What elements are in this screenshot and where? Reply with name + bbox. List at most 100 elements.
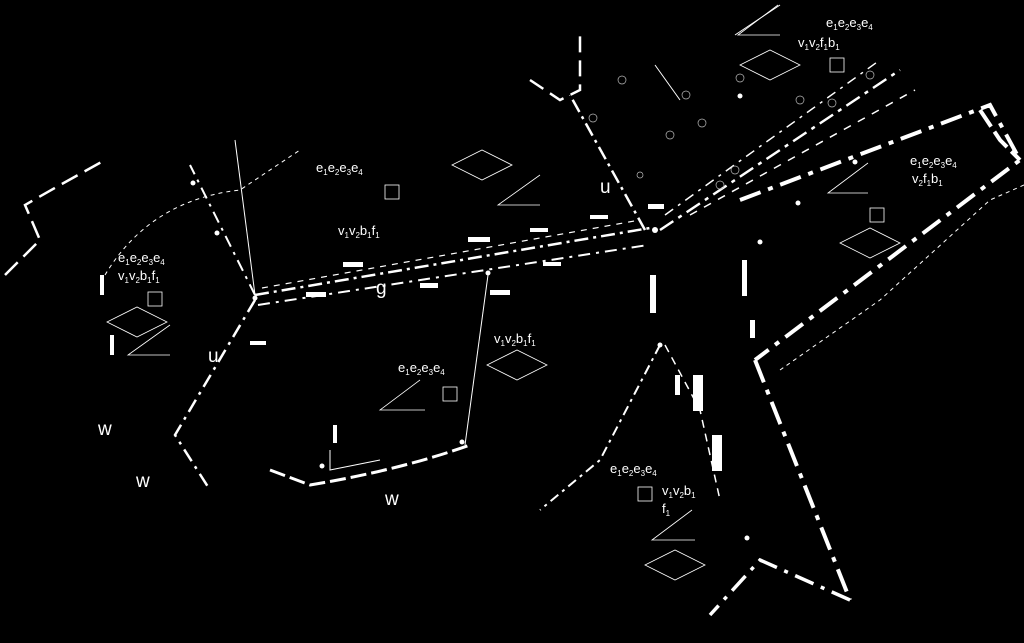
zone-label: v1v2f1b1 <box>798 35 840 52</box>
zone-label-letter: e <box>945 153 952 168</box>
bar <box>250 341 266 345</box>
zone-label-subscript: 1 <box>375 231 380 240</box>
zone-label-subscript: 1 <box>833 23 838 32</box>
bar <box>712 435 722 471</box>
zone-label-letter: v <box>129 268 136 283</box>
zone-label-subscript: 2 <box>417 368 422 377</box>
zone-label: e1e2e3e4 <box>910 153 957 170</box>
zone-label-subscript: 1 <box>147 276 152 285</box>
zone-label-subscript: 2 <box>815 43 820 52</box>
zone-label-letter: e <box>351 160 358 175</box>
zone-label: v1v2b1 <box>662 483 696 500</box>
zone-label-letter: v <box>505 331 512 346</box>
zone-label-letter: e <box>838 15 845 30</box>
wedge-symbol <box>650 509 695 541</box>
zone-label: v1v2b1f1 <box>118 268 160 285</box>
zone-label: e1e2e3e4 <box>118 250 165 267</box>
zone-label-letter: b <box>360 223 367 238</box>
square-symbol <box>384 184 400 200</box>
zone-label-letter: e <box>910 153 917 168</box>
node <box>737 93 743 99</box>
vegetation <box>588 70 875 190</box>
zone-label-letter: f <box>372 223 376 238</box>
south-road-west <box>539 344 661 511</box>
zone-label-subscript: 2 <box>135 276 140 285</box>
zone-label-subscript: 1 <box>531 339 536 348</box>
bar <box>343 262 363 267</box>
bar <box>648 204 664 209</box>
zone-label-subscript: 3 <box>347 168 352 177</box>
bar <box>530 228 548 232</box>
tree-marker <box>665 130 675 140</box>
zone-label-letter: e <box>421 360 428 375</box>
south-east-road-2 <box>708 557 851 617</box>
zone-label-letter: e <box>410 360 417 375</box>
square-symbol <box>869 207 885 223</box>
zone-labels: e1e2e3e4v1v2b1f1e1e2e3e4v1v2b1f1v1v2b1f1… <box>118 15 957 518</box>
bar <box>750 320 755 338</box>
zone-label-subscript: 1 <box>125 258 130 267</box>
zone-label-subscript: 1 <box>669 491 674 500</box>
zone-label-letter: v <box>349 223 356 238</box>
road-label-w: w <box>97 419 112 440</box>
node <box>795 200 801 206</box>
zone-label-letter: e <box>849 15 856 30</box>
zone-label-letter: e <box>933 153 940 168</box>
west-road-2 <box>173 299 257 491</box>
tree-marker <box>795 95 805 105</box>
north-road <box>568 94 647 231</box>
bar <box>306 292 326 297</box>
wedge-symbol <box>496 174 541 206</box>
zone-label: e1e2e3e4 <box>610 461 657 478</box>
zone-label: v2f1b1 <box>912 171 943 188</box>
zone-label-letter: e <box>826 15 833 30</box>
node <box>190 180 196 186</box>
south-curve <box>269 443 471 487</box>
node <box>485 270 491 276</box>
bar <box>675 375 680 395</box>
zone-label-letter: e <box>153 250 160 265</box>
road-label-w: w <box>135 471 150 492</box>
node <box>252 295 258 301</box>
zone-label-subscript: 1 <box>367 231 372 240</box>
zone-label-subscript: 2 <box>629 469 634 478</box>
boundary-north-fan-2 <box>654 64 681 101</box>
bar <box>110 335 114 355</box>
zone-label-letter: v <box>809 35 816 50</box>
tree-marker <box>681 90 691 100</box>
node <box>657 342 663 348</box>
zone-label-letter: b <box>516 331 523 346</box>
zone-label-subscript: 1 <box>323 168 328 177</box>
bar <box>742 260 747 296</box>
zone-label-letter: e <box>861 15 868 30</box>
wedge-symbol <box>826 162 869 194</box>
tree-marker <box>735 73 745 83</box>
zone-label-subscript: 1 <box>523 339 528 348</box>
zone-label-subscript: 3 <box>857 23 862 32</box>
zone-label-letter: e <box>339 160 346 175</box>
zone-label-subscript: 2 <box>511 339 516 348</box>
zone-label-subscript: 3 <box>941 161 946 170</box>
bar <box>590 215 608 219</box>
bar <box>543 262 561 266</box>
zone-label-letter: e <box>316 160 323 175</box>
zone-label-subscript: 2 <box>929 161 934 170</box>
boundary-north-fan <box>234 139 256 296</box>
diamond-symbol <box>486 349 548 381</box>
tree-marker <box>636 171 644 179</box>
zone-label-letter: b <box>684 483 691 498</box>
boundary-east-dash <box>779 184 1024 371</box>
node <box>459 439 465 445</box>
north-east-road-2 <box>664 59 881 216</box>
node <box>319 463 325 469</box>
wedge-symbol <box>126 324 171 356</box>
zone-label-subscript: 1 <box>835 43 840 52</box>
south-east-road <box>753 359 852 601</box>
bar <box>468 237 490 242</box>
square-symbol <box>147 291 163 307</box>
diamond-symbol <box>739 49 801 81</box>
tree-marker <box>730 165 740 175</box>
west-road-1 <box>189 164 256 296</box>
zone-label-letter: e <box>118 250 125 265</box>
north-east-road-3 <box>689 89 916 216</box>
